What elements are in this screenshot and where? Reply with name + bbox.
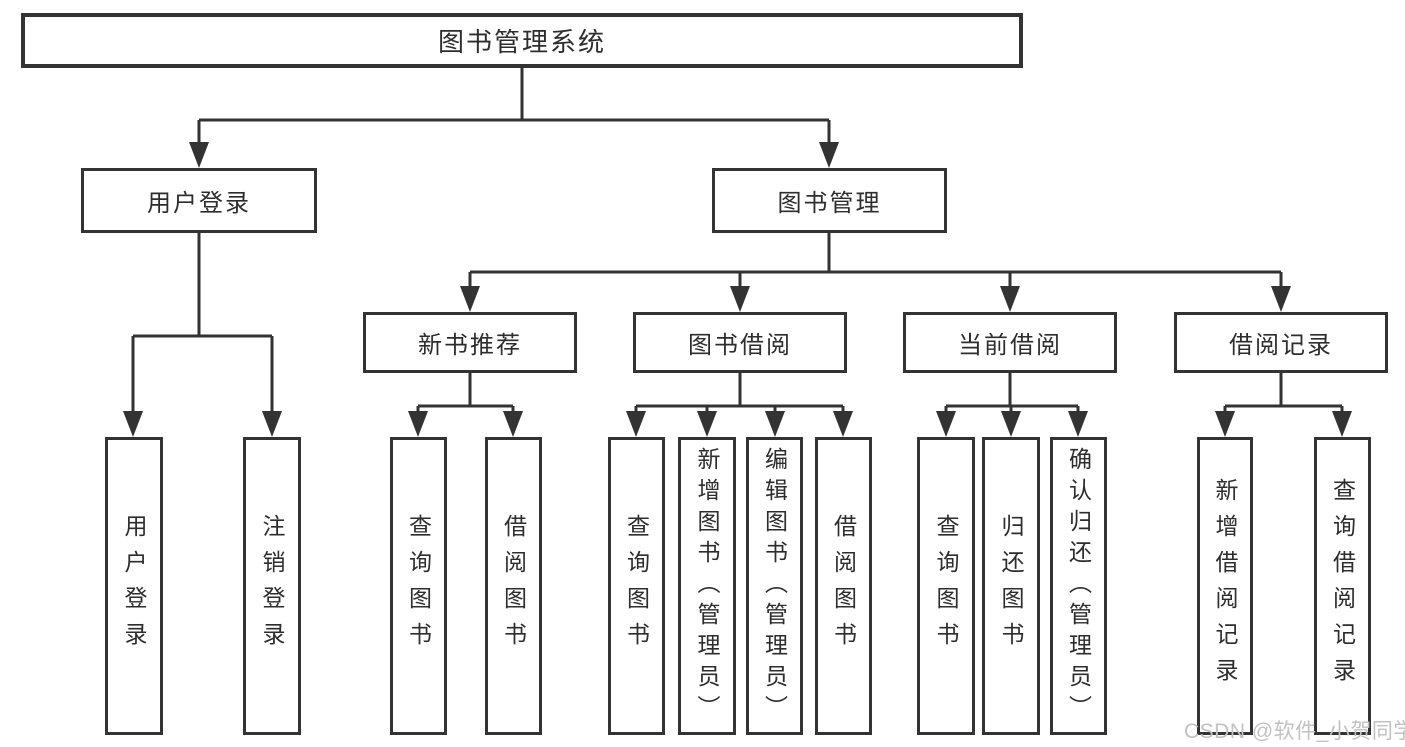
leaf-label: 借阅图书 [830,514,857,658]
node-label: 借阅记录 [1229,332,1333,359]
leaf-return-books: 归还图书 [982,437,1040,735]
node-label: 图书借阅 [688,332,792,359]
leaf-query-books-borrow: 查询图书 [608,437,665,735]
node-label: 当前借阅 [958,332,1062,359]
leaf-edit-books-admin: 编辑图书（管理员） [746,437,803,735]
leaf-label: 查询图书 [933,514,959,658]
node-label: 图书管理系统 [437,27,606,57]
leaf-confirm-return-admin: 确认归还（管理员） [1050,437,1107,735]
leaf-label: 查询图书 [623,514,650,658]
arrowheads [123,142,1352,437]
leaf-borrow-books: 借阅图书 [815,437,872,735]
leaf-label: 借阅图书 [500,514,527,658]
leaf-query-books-current: 查询图书 [917,437,975,735]
leaf-label: 注销登录 [259,514,285,658]
leaf-label: 新增图书（管理员） [694,446,720,726]
node-book-management: 图书管理 [712,168,947,233]
csdn-watermark: CSDN @软件_小贺同学 [1184,720,1405,743]
node-book-borrowing: 图书借阅 [633,312,847,373]
leaf-logout-login: 注销登录 [243,437,301,735]
leaf-borrow-books-recommend: 借阅图书 [485,437,542,735]
node-current-borrowing: 当前借阅 [903,312,1117,373]
node-label: 用户登录 [147,190,251,217]
leaf-label: 查询图书 [405,514,432,658]
node-label: 图书管理 [777,190,882,217]
leaf-label: 编辑图书（管理员） [761,446,788,726]
leaf-label: 确认归还（管理员） [1065,446,1092,726]
leaf-label: 新增借阅记录 [1212,478,1238,694]
leaf-query-borrow-record: 查询借阅记录 [1314,437,1371,735]
node-library-management-system: 图书管理系统 [21,13,1023,68]
leaf-user-login: 用户登录 [105,437,163,735]
leaf-add-borrow-record: 新增借阅记录 [1197,437,1253,735]
leaf-label: 归还图书 [998,514,1024,658]
leaf-label: 用户登录 [121,514,147,658]
leaf-label: 查询借阅记录 [1329,478,1356,694]
node-new-book-recommendation: 新书推荐 [363,312,577,373]
node-user-login: 用户登录 [81,168,317,233]
node-label: 新书推荐 [418,332,522,359]
node-borrowing-records: 借阅记录 [1174,312,1388,373]
leaf-query-books-recommend: 查询图书 [390,437,447,735]
leaf-add-books-admin: 新增图书（管理员） [678,437,736,735]
